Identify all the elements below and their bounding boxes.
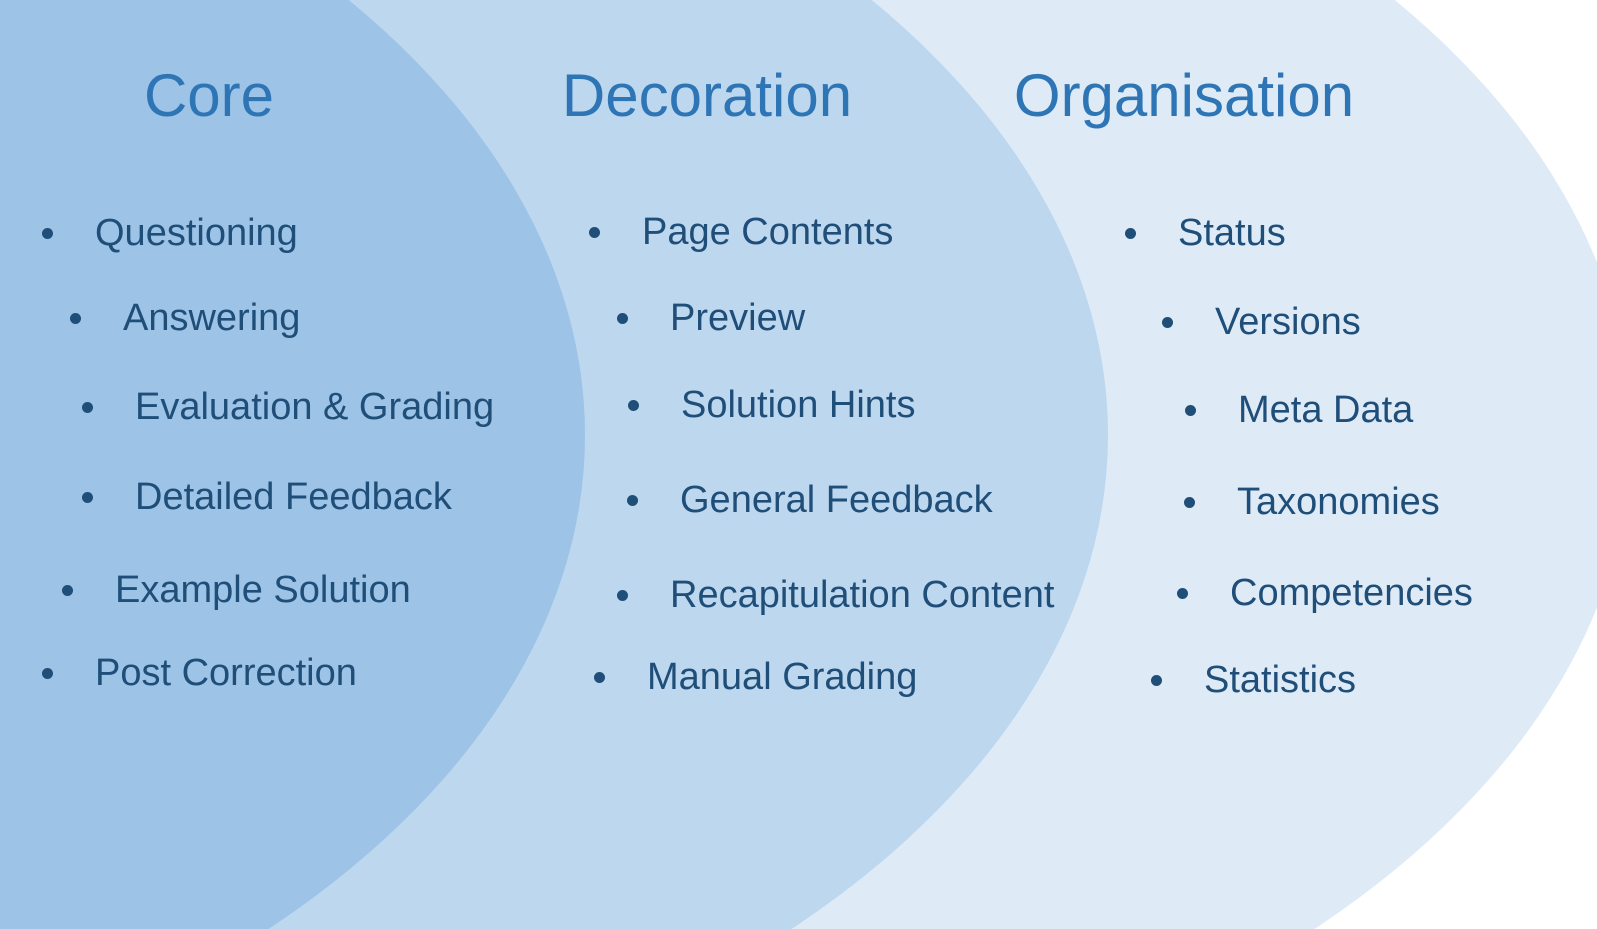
bullet-icon [617,312,628,324]
list-item: Status [1125,205,1286,261]
list-item: Example Solution [62,562,411,618]
list-item-label: Answering [123,297,301,339]
list-item: Preview [617,290,805,346]
list-item: Answering [70,290,300,346]
list-item-label: Example Solution [115,569,411,611]
list-item: Competencies [1177,565,1473,621]
bullet-icon [617,589,628,601]
list-item-label: Recapitulation Content [670,574,1055,616]
list-item-label: General Feedback [680,479,993,521]
list-item-label: Solution Hints [681,384,916,426]
bullet-icon [628,399,639,411]
list-item-label: Meta Data [1238,389,1414,431]
list-item: Detailed Feedback [82,469,452,525]
list-item: Page Contents [589,204,893,260]
bullet-icon [82,491,93,503]
bullet-icon [1177,587,1188,599]
bullet-icon [1162,316,1173,328]
list-item-label: Statistics [1204,659,1357,701]
list-item-label: Status [1178,212,1286,254]
bullet-icon [82,401,93,413]
list-item: Post Correction [42,645,357,701]
bullet-icon [1151,674,1162,686]
group-title-organisation: Organisation [1013,62,1355,129]
list-item: Solution Hints [628,377,915,433]
list-item: Questioning [42,205,298,261]
list-item: Meta Data [1185,382,1413,438]
list-item: Recapitulation Content [617,567,1054,623]
bullet-icon [62,584,73,596]
list-item: Evaluation & Grading [82,379,494,435]
list-item-label: Page Contents [642,211,894,253]
bullet-icon [1125,227,1136,239]
list-item-label: Preview [670,297,806,339]
list-item: Versions [1162,294,1361,350]
bullet-icon [1185,404,1196,416]
bullet-icon [589,226,600,238]
group-title-decoration: Decoration [561,62,853,129]
list-item-label: Manual Grading [647,656,918,698]
bullet-icon [42,227,53,239]
bullet-icon [1184,496,1195,508]
bullet-icon [42,667,53,679]
list-item-label: Taxonomies [1237,481,1440,523]
bullet-icon [627,494,638,506]
list-item-label: Post Correction [95,652,357,694]
list-item-label: Versions [1215,301,1361,343]
list-item: Statistics [1151,652,1356,708]
list-item-label: Questioning [95,212,298,254]
bullet-icon [594,671,605,683]
list-item-label: Evaluation & Grading [135,386,495,428]
list-item: Taxonomies [1184,474,1440,530]
list-item-label: Competencies [1230,572,1473,614]
bullet-icon [70,312,81,324]
group-title-core: Core [143,62,275,129]
list-item: Manual Grading [594,649,917,705]
list-item-label: Detailed Feedback [135,476,452,518]
list-item: General Feedback [627,472,993,528]
